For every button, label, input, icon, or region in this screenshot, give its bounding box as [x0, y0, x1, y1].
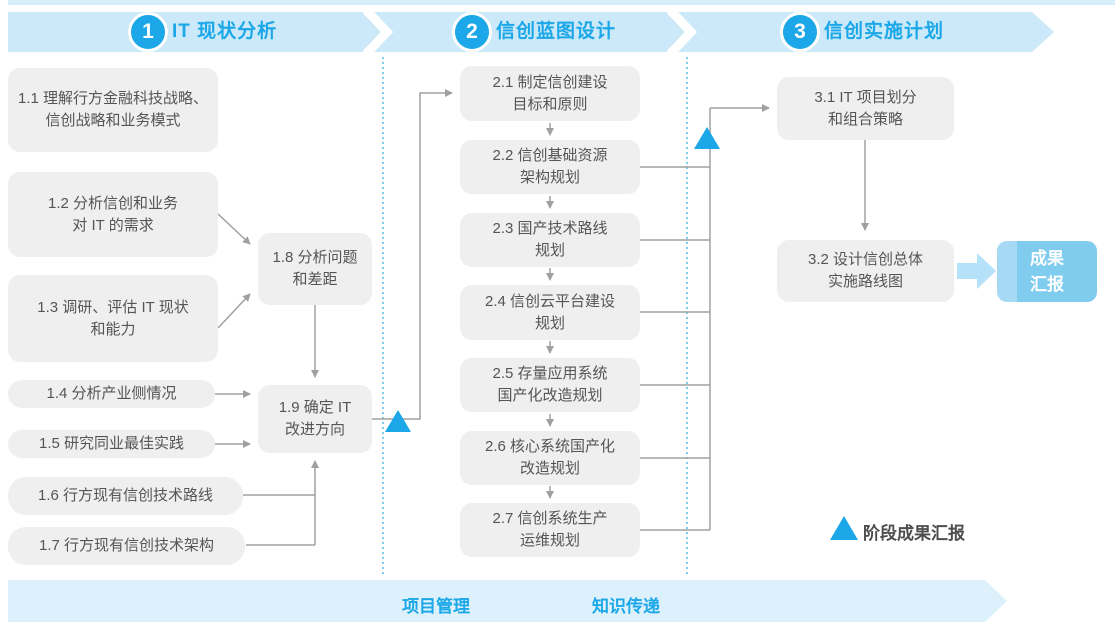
step-box-1-2: 1.2 分析信创和业务 对 IT 的需求 [8, 172, 218, 257]
footer-bar [8, 580, 1007, 622]
top-accent-strip [8, 0, 1115, 5]
phase-1-number-badge: 1 [128, 12, 168, 52]
step-box-3-2: 3.2 设计信创总体 实施路线图 [777, 240, 954, 302]
step-box-1-8: 1.8 分析问题 和差距 [258, 233, 372, 305]
step-box-2-7: 2.7 信创系统生产 运维规划 [460, 503, 640, 557]
milestone-triangle-icon [385, 410, 411, 432]
phase-2-number-badge: 2 [452, 12, 492, 52]
phase-2-title: 信创蓝图设计 [496, 21, 617, 42]
step-box-1-9: 1.9 确定 IT 改进方向 [258, 385, 372, 453]
step-box-1-5: 1.5 研究同业最佳实践 [8, 430, 215, 458]
legend-label: 阶段成果汇报 [863, 524, 965, 543]
step-box-2-3: 2.3 国产技术路线 规划 [460, 213, 640, 267]
step-box-2-6: 2.6 核心系统国产化 改造规划 [460, 431, 640, 485]
phase-3-title: 信创实施计划 [824, 21, 945, 42]
footer-label-knowledge-transfer: 知识传递 [592, 597, 660, 616]
result-report-box: 成果 汇报 [997, 241, 1097, 302]
step-box-1-6: 1.6 行方现有信创技术路线 [8, 477, 243, 515]
step-box-2-4: 2.4 信创云平台建设 规划 [460, 285, 640, 340]
step-box-1-4: 1.4 分析产业侧情况 [8, 380, 215, 408]
step-box-2-5: 2.5 存量应用系统 国产化改造规划 [460, 358, 640, 412]
step-box-1-1: 1.1 理解行方金融科技战略、 信创战略和业务模式 [8, 68, 218, 152]
phase-header-bar [8, 12, 1054, 52]
step-box-1-3: 1.3 调研、评估 IT 现状 和能力 [8, 275, 218, 362]
step-box-2-1: 2.1 制定信创建设 目标和原则 [460, 66, 640, 121]
milestone-triangle-icon [694, 127, 720, 149]
phase-1-title: IT 现状分析 [172, 21, 278, 42]
step-box-1-7: 1.7 行方现有信创技术架构 [8, 527, 245, 565]
result-arrow-icon [957, 253, 996, 289]
footer-label-project-management: 项目管理 [402, 597, 470, 616]
step-box-3-1: 3.1 IT 项目划分 和组合策略 [777, 77, 954, 140]
legend-triangle-icon [830, 516, 858, 540]
step-box-2-2: 2.2 信创基础资源 架构规划 [460, 140, 640, 194]
phase-3-number-badge: 3 [780, 12, 820, 52]
